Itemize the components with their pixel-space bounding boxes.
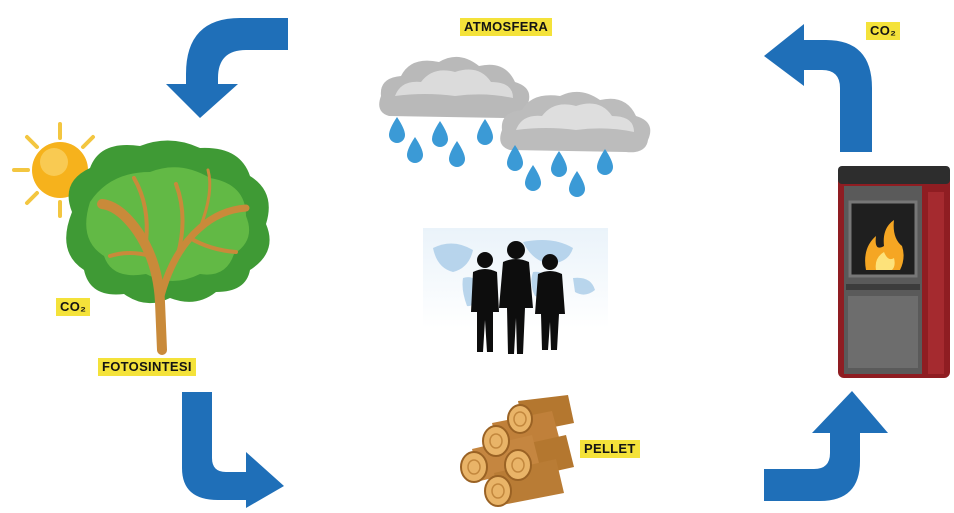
cycle-arrow-icon <box>764 24 872 152</box>
raindrop-icon <box>389 117 613 197</box>
label-pellet: PELLET <box>580 440 640 458</box>
pellet-stove-icon <box>838 166 950 378</box>
tree-icon <box>66 140 270 355</box>
label-photosynthesis: FOTOSINTESI <box>98 358 196 376</box>
wood-logs-icon <box>460 395 574 507</box>
label-co2-top-right: CO₂ <box>866 22 901 40</box>
label-co2-tree: CO₂ <box>56 298 91 316</box>
cycle-arrow-icon <box>764 391 888 501</box>
cycle-arrow-icon <box>166 18 288 118</box>
people-silhouette-icon <box>423 228 608 354</box>
cycle-arrow-icon <box>182 392 284 508</box>
cloud-icon <box>500 91 651 153</box>
label-atmosphere: ATMOSFERA <box>460 18 553 36</box>
cloud-icon <box>379 56 530 119</box>
